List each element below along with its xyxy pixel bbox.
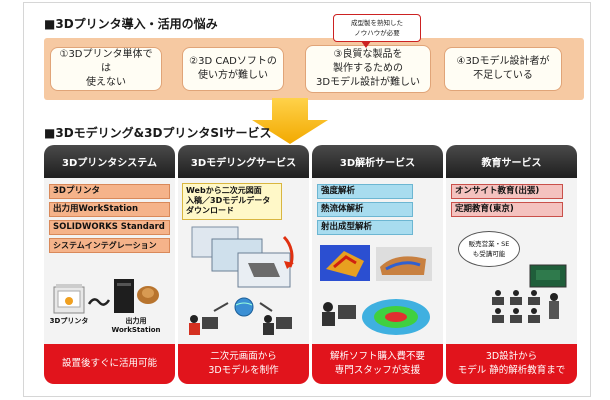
web-box-line3: ダウンロード xyxy=(186,206,234,215)
bubble-line1: 販売営業・SE xyxy=(468,240,510,248)
person-at-computer-icon xyxy=(322,302,356,326)
col2-footer-line2: 3Dモデルを制作 xyxy=(208,365,279,376)
tilde-connector-icon xyxy=(88,298,110,306)
col2-footer-line1: 二次元画面から xyxy=(210,351,277,362)
column-2-footer: 二次元画面から 3Dモデルを制作 xyxy=(178,344,309,384)
col3-item-3: 射出成型解析 xyxy=(317,220,413,235)
col4-footer-line2: モデル 静的解析教育まで xyxy=(457,365,566,376)
col4-item-2: 定期教育(東京) xyxy=(451,202,563,217)
workstation-label-line2: WorkStation xyxy=(111,326,161,334)
column-3-header: 3D解析サービス xyxy=(312,145,443,178)
column-2-header: 3Dモデリングサービス xyxy=(178,145,309,178)
simulation-image-icon xyxy=(316,239,440,343)
web-upload-box: Webから二次元図面 入稿／3Dモデルデータ ダウンロード xyxy=(182,183,282,220)
web-box-line1: Webから二次元図面 xyxy=(186,186,262,195)
cad-screenshot-icon xyxy=(189,226,294,335)
workstation-label-line1: 出力用 xyxy=(125,317,147,325)
column-3d-printer-system: 3Dプリンタシステム 3Dプリンタ 出力用WorkStation SOLIDWO… xyxy=(44,145,175,384)
col1-item-3: SOLIDWORKS Standard xyxy=(49,220,170,235)
problem-box-4: ④3Dモデル設計者が不足している xyxy=(444,47,562,91)
problem-2-line2: 使い方が難しい xyxy=(197,70,268,81)
column-3-footer: 解析ソフト購入費不要 専門スタッフが支援 xyxy=(312,344,443,384)
attendee-bubble: 販売営業・SE も受講可能 xyxy=(458,231,520,267)
column-4-footer: 3D設計から モデル 静的解析教育まで xyxy=(446,344,577,384)
callout-line1: 成型製を熟知した xyxy=(351,19,403,27)
column-1-footer: 設置後すぐに活用可能 xyxy=(44,344,175,384)
problem-3-line1: ③良質な製品を xyxy=(333,49,403,60)
col4-item-1: オンサイト教育(出張) xyxy=(451,184,563,199)
3d-printer-icon xyxy=(53,284,85,314)
column-3d-analysis-service: 3D解析サービス 強度解析 熱流体解析 射出成型解析 解析ソフト購入費不要 専門… xyxy=(312,145,443,384)
col1-item-2: 出力用WorkStation xyxy=(49,202,170,217)
problem-1-line2: 使えない xyxy=(86,77,126,88)
problem-3-line2: 製作するための xyxy=(333,63,403,74)
col3-footer-line2: 専門スタッフが支援 xyxy=(334,365,421,376)
column-3d-modeling-service: 3Dモデリングサービス Webから二次元図面 入稿／3Dモデルデータ ダウンロー… xyxy=(178,145,309,384)
col3-item-1: 強度解析 xyxy=(317,184,413,199)
col3-item-2: 熱流体解析 xyxy=(317,202,413,217)
col1-item-1: 3Dプリンタ xyxy=(49,184,170,199)
callout-line2: ノウハウが必要 xyxy=(354,29,400,37)
problem-box-3: ③良質な製品を製作するための 3Dモデル設計が難しい xyxy=(305,45,431,93)
callout-tail xyxy=(361,41,371,48)
web-box-line2: 入稿／3Dモデルデータ xyxy=(186,196,271,205)
down-arrow-icon xyxy=(252,98,328,144)
callout-box: 成型製を熟知した ノウハウが必要 xyxy=(333,14,421,42)
problem-box-2: ②3D CADソフトの使い方が難しい xyxy=(182,47,284,91)
problem-3-line3: 3Dモデル設計が難しい xyxy=(315,77,421,88)
problem-4-line1: ④3Dモデル設計者が xyxy=(456,56,550,67)
person-at-computer-icon xyxy=(189,315,218,335)
column-1-header: 3Dプリンタシステム xyxy=(44,145,175,178)
problem-2-line1: ②3D CADソフトの xyxy=(189,56,277,67)
workstation-icon xyxy=(114,279,159,313)
bubble-line2: も受講可能 xyxy=(472,250,506,258)
col1-item-4: システムインテグレーション xyxy=(49,238,170,253)
workstation-label: 出力用 WorkStation xyxy=(106,317,166,335)
col4-footer-line1: 3D設計から xyxy=(485,351,538,362)
column-education-service: 教育サービス オンサイト教育(出張) 定期教育(東京) 販売営業・SE も受講可能… xyxy=(446,145,577,384)
problem-4-line2: 不足している xyxy=(473,70,533,81)
problem-1-line1: ①3Dプリンタ単体では xyxy=(59,49,153,74)
col1-footer-line1: 設置後すぐに活用可能 xyxy=(61,358,157,369)
section-title-services: ■3Dモデリング&3DプリンタSIサービス xyxy=(44,126,272,140)
classroom-icon xyxy=(492,264,567,323)
problem-box-1: ①3Dプリンタ単体では使えない xyxy=(50,47,162,91)
column-4-header: 教育サービス xyxy=(446,145,577,178)
globe-icon xyxy=(234,297,254,317)
printer-label: 3Dプリンタ xyxy=(49,317,89,325)
col3-footer-line1: 解析ソフト購入費不要 xyxy=(329,351,425,362)
section-title-problems: ■3Dプリンタ導入・活用の悩み xyxy=(44,17,218,31)
